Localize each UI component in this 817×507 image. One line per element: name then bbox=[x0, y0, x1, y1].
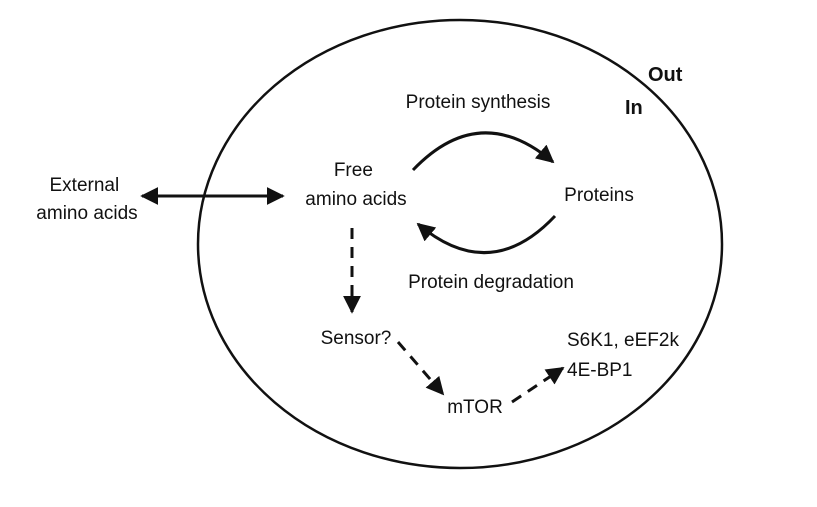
mtor-label: mTOR bbox=[447, 397, 503, 418]
mtor-to-targets-arrow bbox=[511, 366, 565, 404]
synthesis-arrow bbox=[411, 131, 555, 172]
mtor-targets-label: S6K1, eEF2k 4E-BP1 bbox=[567, 330, 684, 381]
external-line-1: External bbox=[50, 175, 120, 196]
free-line-1: Free bbox=[334, 160, 373, 181]
targets-line-1: S6K1, eEF2k bbox=[567, 330, 679, 351]
out-label: Out bbox=[648, 64, 683, 86]
free-line-2: amino acids bbox=[305, 189, 406, 210]
external-line-2: amino acids bbox=[36, 203, 137, 224]
proteins-label: Proteins bbox=[564, 185, 634, 206]
targets-line-2: 4E-BP1 bbox=[567, 360, 632, 381]
sensor-to-mtor-arrow bbox=[396, 341, 445, 396]
degradation-arrow bbox=[416, 214, 557, 254]
external-amino-acids-label: External amino acids bbox=[36, 175, 137, 224]
sensor-label: Sensor? bbox=[321, 328, 392, 349]
protein-degradation-label: Protein degradation bbox=[408, 272, 574, 293]
protein-synthesis-label: Protein synthesis bbox=[406, 92, 551, 113]
cell-membrane bbox=[196, 18, 724, 470]
free-amino-acids-label: Free amino acids bbox=[305, 160, 406, 210]
in-label: In bbox=[625, 97, 643, 119]
